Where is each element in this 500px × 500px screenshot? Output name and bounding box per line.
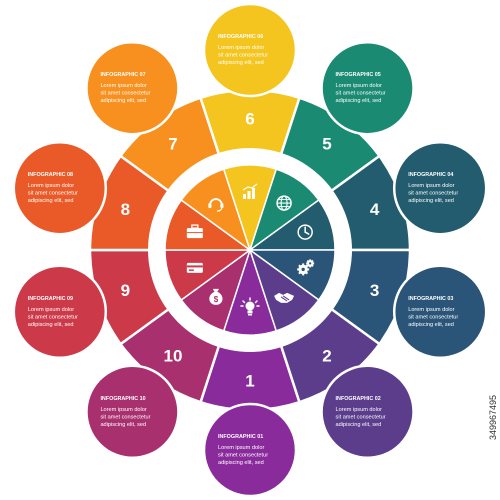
segment-6-number: 6 bbox=[245, 110, 254, 129]
segment-10-title: INFOGRAPHIC 10 bbox=[100, 396, 145, 402]
segment-3-bubble bbox=[392, 264, 488, 360]
segment-5-bubble bbox=[320, 40, 415, 136]
segment-7-text-line: Lorem ipsum dolor bbox=[100, 83, 146, 89]
segment-6-title: INFOGRAPHIC 06 bbox=[218, 34, 263, 40]
segment-2-number: 2 bbox=[322, 346, 331, 365]
segment-2-title: INFOGRAPHIC 02 bbox=[336, 396, 381, 402]
segment-numbers: 1 10 9 8 7 6 5 4 3 2 bbox=[121, 110, 380, 391]
segment-4-text-line: adipiscing elit, sed bbox=[408, 198, 454, 204]
segment-9-text-line: adipiscing elit, sed bbox=[28, 322, 74, 328]
segment-7-text-line: adipiscing elit, sed bbox=[100, 98, 146, 104]
segment-10-number: 10 bbox=[164, 346, 183, 365]
segment-10-text-line: Lorem ipsum dolor bbox=[100, 407, 146, 413]
segment-5-number: 5 bbox=[322, 135, 331, 154]
segment-7-bubble bbox=[85, 40, 180, 136]
segment-8-title: INFOGRAPHIC 08 bbox=[28, 172, 73, 178]
segment-10-text-line: adipiscing elit, sed bbox=[100, 422, 146, 428]
credit-card-icon bbox=[186, 262, 203, 273]
segment-1-bubble bbox=[202, 402, 298, 498]
segment-9-text-line: Lorem ipsum dolor bbox=[28, 307, 74, 313]
stock-id-text: 349967495 bbox=[488, 394, 498, 440]
segment-5-title: INFOGRAPHIC 05 bbox=[336, 72, 381, 78]
segment-5-text-line: sit amet consectetur bbox=[336, 91, 386, 97]
segment-7-text-line: sit amet consectetur bbox=[100, 91, 150, 97]
stock-id: 349967495 bbox=[488, 290, 498, 440]
segment-3-text-line: sit amet consectetur bbox=[408, 314, 458, 320]
segment-1-text-line: sit amet consectetur bbox=[218, 453, 268, 459]
segment-3-text-line: adipiscing elit, sed bbox=[408, 322, 454, 328]
segment-icons: $ bbox=[186, 183, 315, 316]
growth-chart-icon bbox=[242, 183, 258, 199]
segment-10-text-line: sit amet consectetur bbox=[100, 414, 150, 420]
globe-icon bbox=[276, 195, 292, 211]
gears-icon bbox=[297, 259, 315, 276]
segment-8-text-line: adipiscing elit, sed bbox=[28, 198, 74, 204]
segment-8-text-line: Lorem ipsum dolor bbox=[28, 183, 74, 189]
segment-4-bubble bbox=[392, 140, 488, 236]
segment-3-title: INFOGRAPHIC 03 bbox=[408, 296, 453, 302]
segment-2-text-line: Lorem ipsum dolor bbox=[336, 407, 382, 413]
segment-4-number: 4 bbox=[370, 200, 380, 219]
segment-3-text-line: Lorem ipsum dolor bbox=[408, 307, 454, 313]
segment-6-text-line: Lorem ipsum dolor bbox=[218, 45, 264, 51]
segment-1-text-line: Lorem ipsum dolor bbox=[218, 445, 264, 451]
money-bag-icon: $ bbox=[209, 288, 223, 305]
svg-text:$: $ bbox=[214, 295, 219, 304]
segment-2-bubble bbox=[320, 364, 415, 460]
segment-9-bubble bbox=[12, 264, 108, 360]
segment-9-text-line: sit amet consectetur bbox=[28, 314, 78, 320]
segment-7-title: INFOGRAPHIC 07 bbox=[100, 72, 145, 78]
segment-4-text-line: sit amet consectetur bbox=[408, 191, 458, 197]
headset-icon bbox=[208, 198, 224, 212]
segment-10-bubble bbox=[85, 364, 180, 460]
segment-1-number: 1 bbox=[245, 372, 254, 391]
lightbulb-icon bbox=[240, 297, 260, 316]
segment-4-text-line: Lorem ipsum dolor bbox=[408, 183, 454, 189]
segment-9-number: 9 bbox=[121, 281, 130, 300]
segment-1-title: INFOGRAPHIC 01 bbox=[218, 434, 263, 440]
segment-6-text-line: adipiscing elit, sed bbox=[218, 60, 264, 66]
segment-5-text-line: adipiscing elit, sed bbox=[336, 98, 382, 104]
segment-4-title: INFOGRAPHIC 04 bbox=[408, 172, 453, 178]
segment-2-inner-wedge bbox=[248, 248, 320, 332]
segment-8-text-line: sit amet consectetur bbox=[28, 191, 78, 197]
segment-6-text-line: sit amet consectetur bbox=[218, 53, 268, 59]
handshake-icon bbox=[274, 292, 295, 303]
inner-wedges bbox=[164, 164, 336, 336]
segment-3-number: 3 bbox=[370, 281, 379, 300]
segment-6-bubble bbox=[202, 2, 298, 98]
segment-5-text-line: Lorem ipsum dolor bbox=[336, 83, 382, 89]
segment-1-text-line: adipiscing elit, sed bbox=[218, 460, 264, 466]
segment-7-number: 7 bbox=[168, 135, 177, 154]
segment-8-bubble bbox=[12, 140, 108, 236]
segment-8-number: 8 bbox=[121, 200, 130, 219]
segment-2-text-line: adipiscing elit, sed bbox=[336, 422, 382, 428]
clock-icon bbox=[297, 224, 313, 240]
segment-2-text-line: sit amet consectetur bbox=[336, 414, 386, 420]
segment-9-title: INFOGRAPHIC 09 bbox=[28, 296, 73, 302]
info-bubbles bbox=[12, 2, 488, 498]
briefcase-icon bbox=[186, 224, 203, 239]
